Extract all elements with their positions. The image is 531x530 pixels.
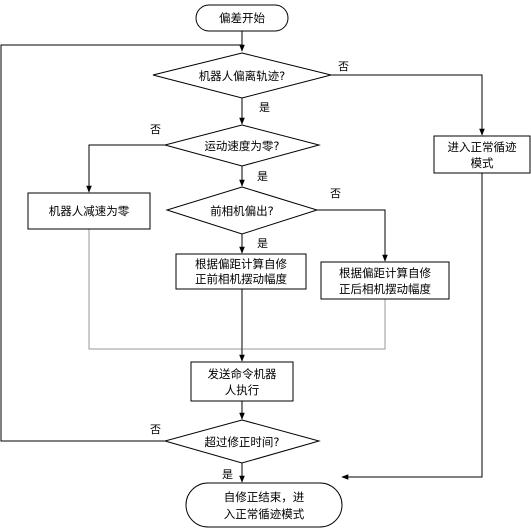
edge-deviate-no <box>331 74 485 136</box>
node-end-line2: 入正常循迹模式 <box>224 507 305 521</box>
node-front-adjust-line1: 根据偏距计算自修 <box>195 257 287 271</box>
decision-speed-zero-text: 运动速度为零? <box>204 139 279 153</box>
node-robot-slow-text: 机器人减速为零 <box>49 204 130 218</box>
node-rear-adjust: 根据偏距计算自修 正后相机摆动幅度 <box>320 261 450 300</box>
node-normal-track: 进入正常循迹 模式 <box>433 135 531 174</box>
decision-front-camera: 前相机偏出? <box>165 186 319 235</box>
edge-rear-to-merge <box>242 299 386 350</box>
decision-deviate-text: 机器人偏离轨迹? <box>199 69 286 83</box>
edge-speed-no <box>86 144 165 193</box>
decision-speed-zero: 运动速度为零? <box>163 124 321 167</box>
label-speed-yes: 是 <box>257 170 268 183</box>
node-end-line1: 自修正结束，进 <box>224 490 305 504</box>
label-timeout-yes: 是 <box>222 468 233 481</box>
node-rear-adjust-line1: 根据偏距计算自修 <box>339 266 431 280</box>
decision-front-camera-text: 前相机偏出? <box>210 204 274 218</box>
node-robot-slow: 机器人减速为零 <box>27 192 151 230</box>
label-front-yes: 是 <box>257 237 268 250</box>
node-end: 自修正结束，进 入正常循迹模式 <box>185 482 343 528</box>
decision-deviate: 机器人偏离轨迹? <box>152 52 332 99</box>
decision-timeout-text: 超过修正时间? <box>204 435 279 449</box>
edge-timeout-no <box>0 44 242 442</box>
label-deviate-yes: 是 <box>259 101 270 114</box>
decision-timeout: 超过修正时间? <box>163 419 321 464</box>
node-send-command-line2: 人执行 <box>225 383 260 397</box>
node-front-adjust: 根据偏距计算自修 正前相机摆动幅度 <box>175 253 307 290</box>
node-start-text: 偏差开始 <box>219 11 265 25</box>
node-send-command-line1: 发送命令机器 <box>208 367 277 381</box>
node-rear-adjust-line2: 正后相机摆动幅度 <box>339 282 431 296</box>
node-normal-track-line1: 进入正常循迹 <box>448 140 517 154</box>
edge-front-no <box>317 209 388 262</box>
node-send-command: 发送命令机器 人执行 <box>190 361 294 402</box>
edge-slow-to-merge <box>88 229 242 350</box>
label-deviate-no: 否 <box>338 60 349 73</box>
label-speed-no: 否 <box>150 123 161 136</box>
label-timeout-no: 否 <box>150 423 161 436</box>
node-start: 偏差开始 <box>195 4 289 32</box>
node-front-adjust-line2: 正前相机摆动幅度 <box>195 272 287 286</box>
edge-normal-to-end <box>341 173 483 480</box>
label-front-no: 否 <box>330 187 341 200</box>
node-normal-track-line2: 模式 <box>471 156 494 170</box>
